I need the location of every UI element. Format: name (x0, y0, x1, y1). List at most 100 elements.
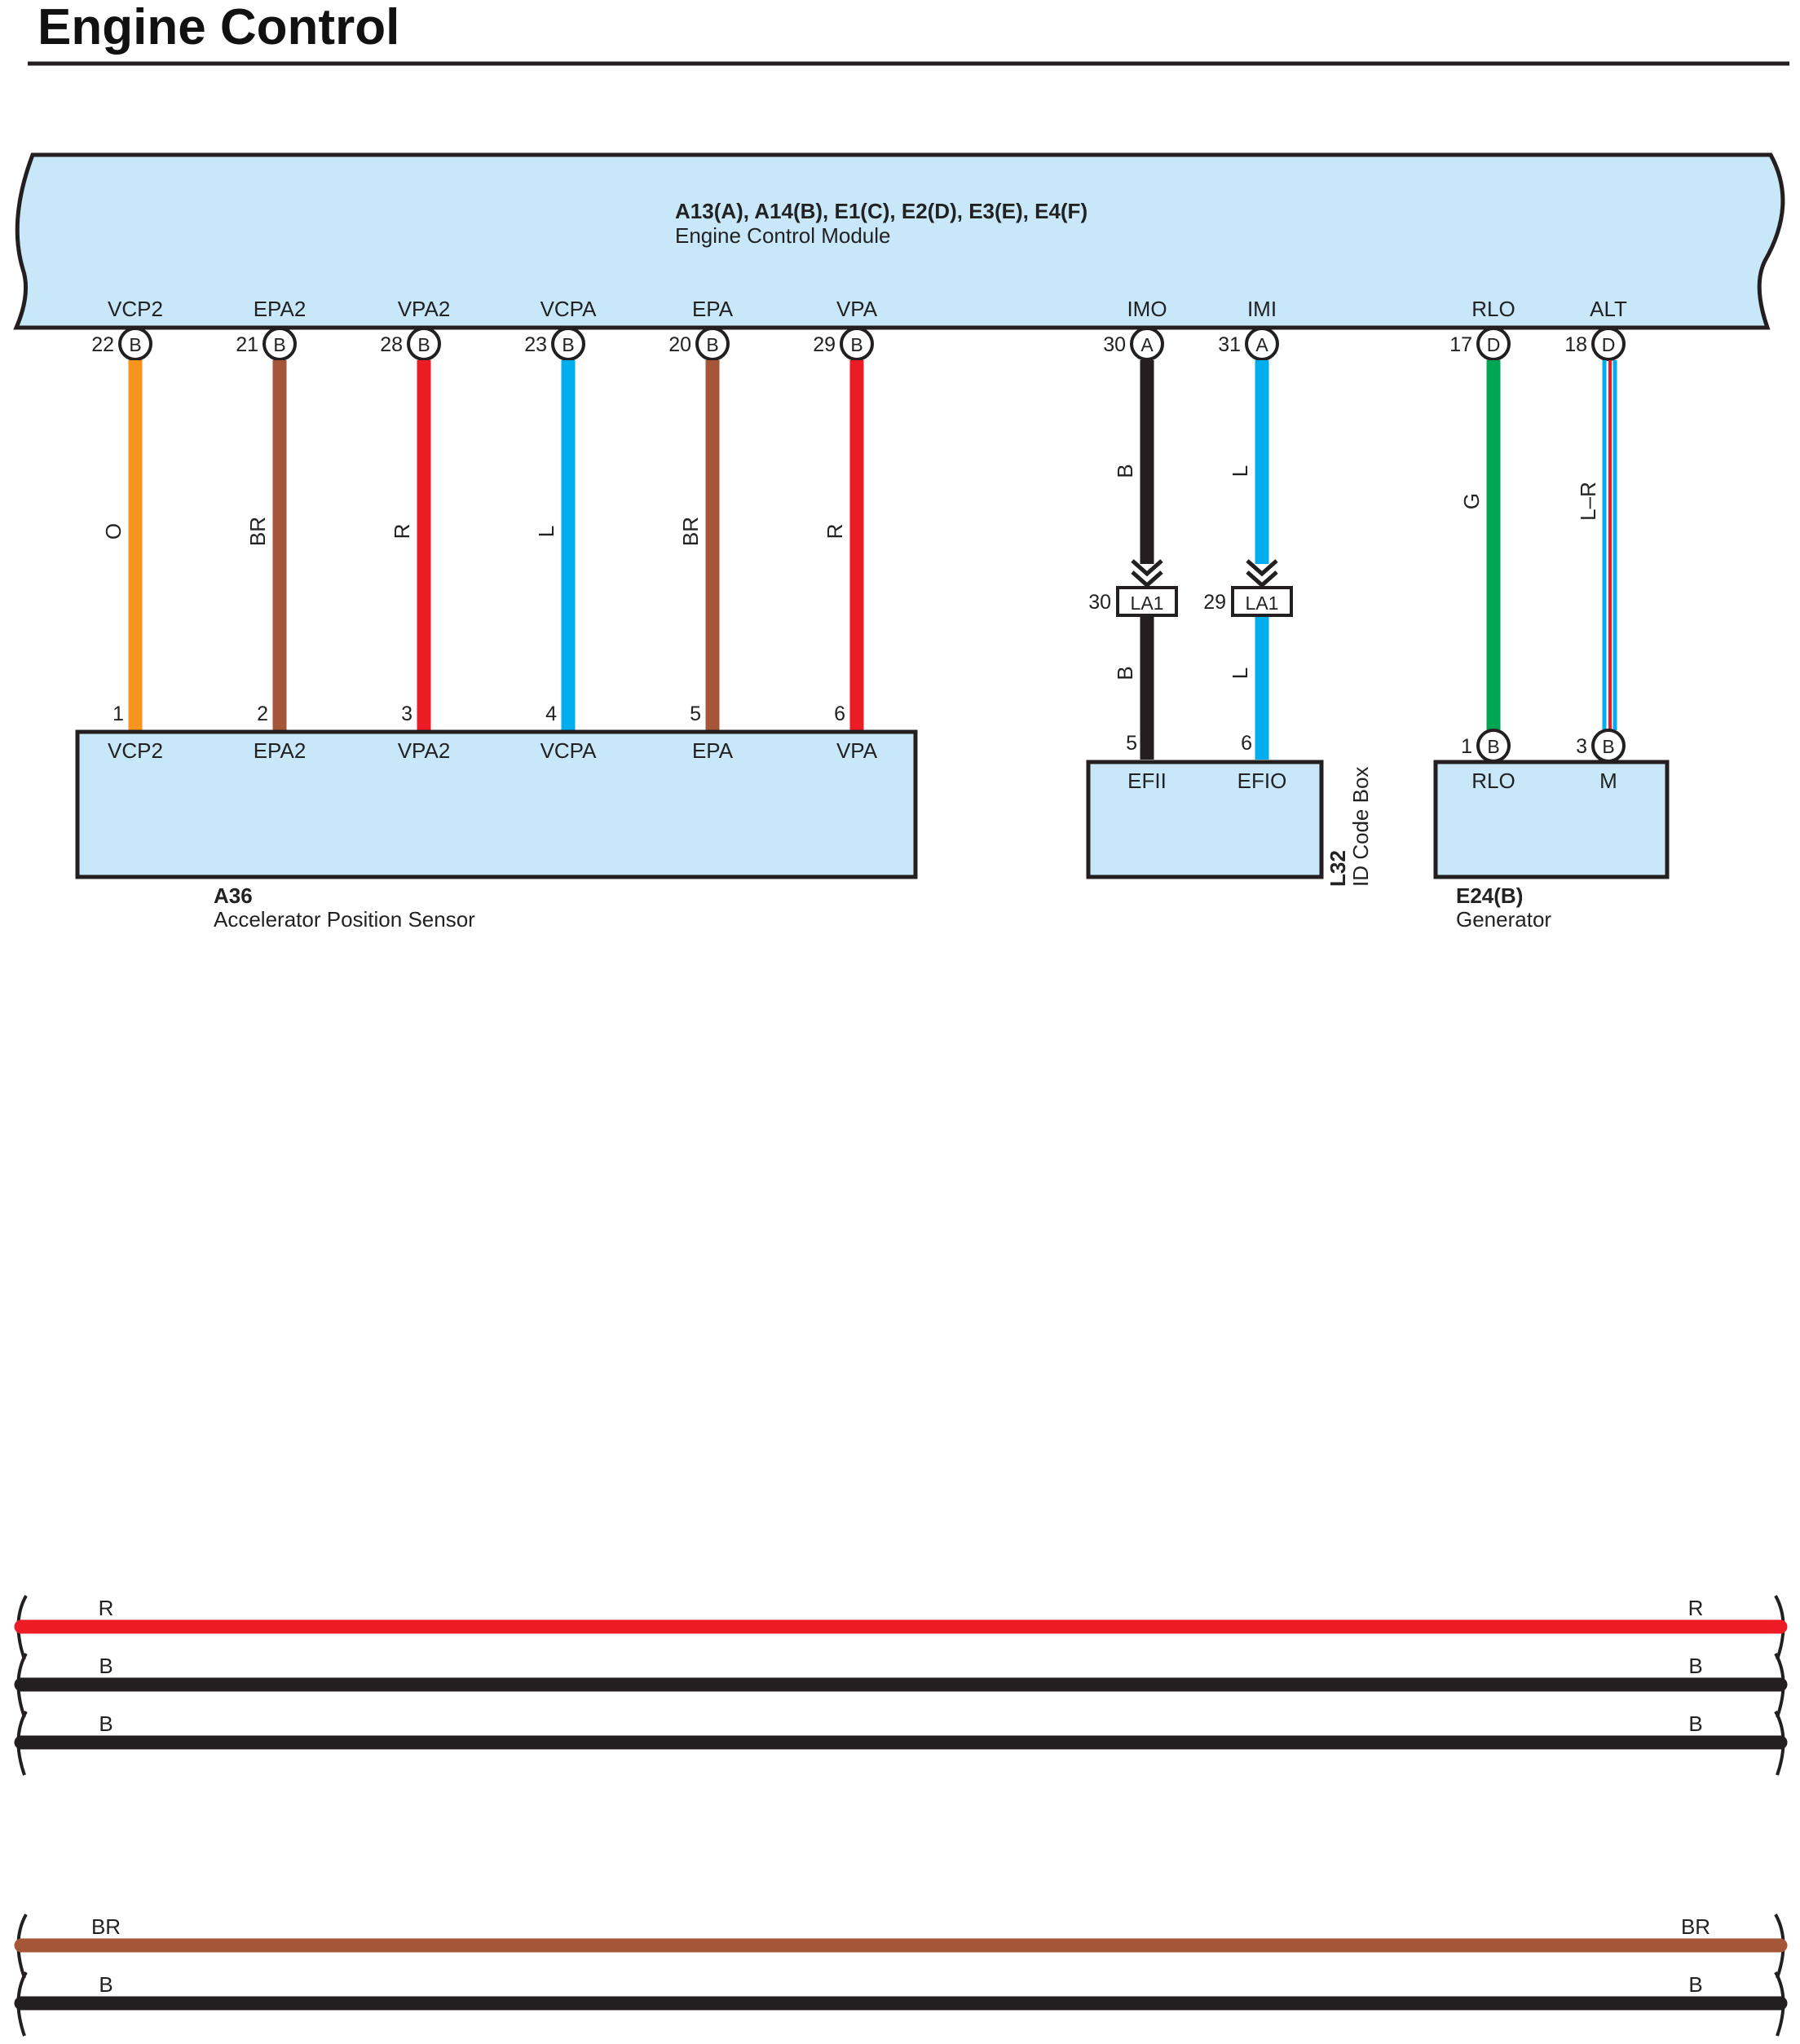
bus-wire-code-left: BR (91, 1914, 121, 1939)
ecm-pin-number: 30 (1103, 333, 1126, 356)
idbox-code: L32 (1326, 850, 1350, 887)
idbox-upper-wire-code: L (1228, 465, 1252, 477)
ecm-terminal-connector (551, 327, 585, 361)
generator-name: Generator (1456, 907, 1551, 932)
junction-pin-number: 29 (1203, 591, 1226, 614)
sensor-terminal-label: EPA2 (254, 738, 307, 763)
ecm-terminal-connector-letter: B (273, 334, 285, 355)
idbox-box (1086, 760, 1324, 879)
sensor-pin-number: 4 (545, 703, 557, 725)
ecm-terminal-label: RLO (1471, 297, 1515, 321)
sensor-wire-code: BR (678, 517, 703, 546)
idbox-name: ID Code Box (1348, 767, 1373, 887)
ecm-terminal-connector-letter: B (850, 334, 862, 355)
ecm-pin-number: 23 (524, 333, 547, 356)
ecm-pin-number: 18 (1564, 333, 1587, 356)
junction-pin-number: 30 (1088, 591, 1111, 614)
idbox-terminal-label: EFIO (1238, 769, 1287, 793)
page-title: Engine Control (38, 0, 399, 55)
junction-chevron (1246, 570, 1278, 588)
sensor-terminal-label: VCP2 (108, 738, 163, 763)
idbox-pin-number: 5 (1126, 732, 1137, 755)
sensor-pin-number: 3 (401, 703, 412, 725)
sensor-wire-code-group: BR (245, 517, 270, 546)
junction-connector-label: LA1 (1246, 592, 1279, 614)
idbox-lower-wire-code-group: B (1113, 666, 1137, 680)
generator-wire-code: L–R (1576, 482, 1600, 521)
junction-connector-label: LA1 (1131, 592, 1164, 614)
ecm-terminal-connector (695, 327, 730, 361)
ecm-pin-number: 20 (668, 333, 691, 356)
generator-terminal-connector-letter: B (1602, 736, 1614, 757)
ecm-pin-number: 29 (813, 333, 836, 356)
bus-wire-code-left: R (99, 1596, 114, 1620)
sensor-pin-number: 6 (834, 703, 845, 725)
sensor-pin-number: 5 (690, 703, 701, 725)
ecm-terminal-connector (1245, 327, 1279, 361)
sensor-name: Accelerator Position Sensor (214, 907, 475, 932)
sensor-pin-number: 2 (257, 703, 268, 725)
ecm-terminal-connector-letter: D (1602, 334, 1616, 355)
generator-wires: G L–R (1459, 360, 1617, 730)
generator-terminal-connector-letter: B (1487, 736, 1499, 757)
sensor-wire-code: R (390, 524, 414, 540)
sensor-terminal-label: EPA (692, 738, 734, 763)
bus-wire-code-right: BR (1681, 1914, 1710, 1939)
generator-terminal-label: M (1599, 769, 1617, 793)
ecm-terminal-label: VPA (836, 297, 878, 321)
generator-wire-code-group: G (1459, 493, 1484, 509)
idbox-pin-number: 6 (1241, 732, 1252, 755)
sensor-terminal-label: VCPA (540, 738, 598, 763)
bus-wire-code-left: B (99, 1654, 112, 1678)
ecm-pin-number: 22 (91, 333, 114, 356)
ecm-terminal-connector (840, 327, 874, 361)
bus-wire-code-right: B (1688, 1972, 1702, 1997)
idbox-lower-wire-code: L (1228, 667, 1252, 679)
ecm-terminal-connector-letter: B (562, 334, 574, 355)
junction-chevron (1131, 570, 1163, 588)
ecm-terminal-connector (118, 327, 152, 361)
idbox-lower-wire-code: B (1113, 666, 1137, 680)
sensor-wire-code: L (534, 526, 558, 537)
ecm-terminal-connector-letter: A (1140, 334, 1154, 355)
ecm-terminal-connector-letter: B (417, 334, 430, 355)
sensor-wire-code: BR (245, 517, 270, 546)
idbox-lower-wire-code-group: L (1228, 667, 1252, 679)
junction-connector-box (1116, 586, 1178, 617)
ecm-terminal-label: VPA2 (398, 297, 451, 321)
ecm-pin-number: 21 (236, 333, 258, 356)
sensor-wire-code-group: BR (678, 517, 703, 546)
ecm-terminal-connector (1591, 327, 1626, 361)
ecm-terminal-connector (262, 327, 297, 361)
idbox-caption: L32 ID Code Box (1326, 767, 1373, 887)
generator-box (1433, 760, 1670, 879)
bus-wire-code-left: B (99, 1972, 112, 1997)
ecm-terminal-connector-letter: D (1487, 334, 1501, 355)
ecm-code: A13(A), A14(B), E1(C), E2(D), E3(E), E4(… (675, 199, 1088, 223)
sensor-pin-number: 1 (112, 703, 124, 725)
sensor-wire-code-group: O (101, 523, 126, 540)
sensor-wire-code-group: R (390, 524, 414, 540)
idbox-terminal-label: EFII (1127, 769, 1167, 793)
sensor-wire-code: O (101, 523, 126, 540)
sensor-terminal-label: VPA2 (398, 738, 451, 763)
ecm-terminal-label: VCP2 (108, 297, 163, 321)
ecm-terminal-label: VCPA (540, 297, 598, 321)
sensor-terminal-label: VPA (836, 738, 878, 763)
sensor-wire-code-group: R (823, 524, 847, 540)
ecm-pin-number: 17 (1449, 333, 1472, 356)
ecm-terminal-label: IMI (1247, 297, 1277, 321)
bus-wire-code-right: B (1688, 1654, 1702, 1678)
ecm-component: A13(A), A14(B), E1(C), E2(D), E3(E), E4(… (13, 152, 1785, 361)
ecm-terminal-label: EPA (692, 297, 734, 321)
ecm-terminal-connector-letter: B (706, 334, 718, 355)
